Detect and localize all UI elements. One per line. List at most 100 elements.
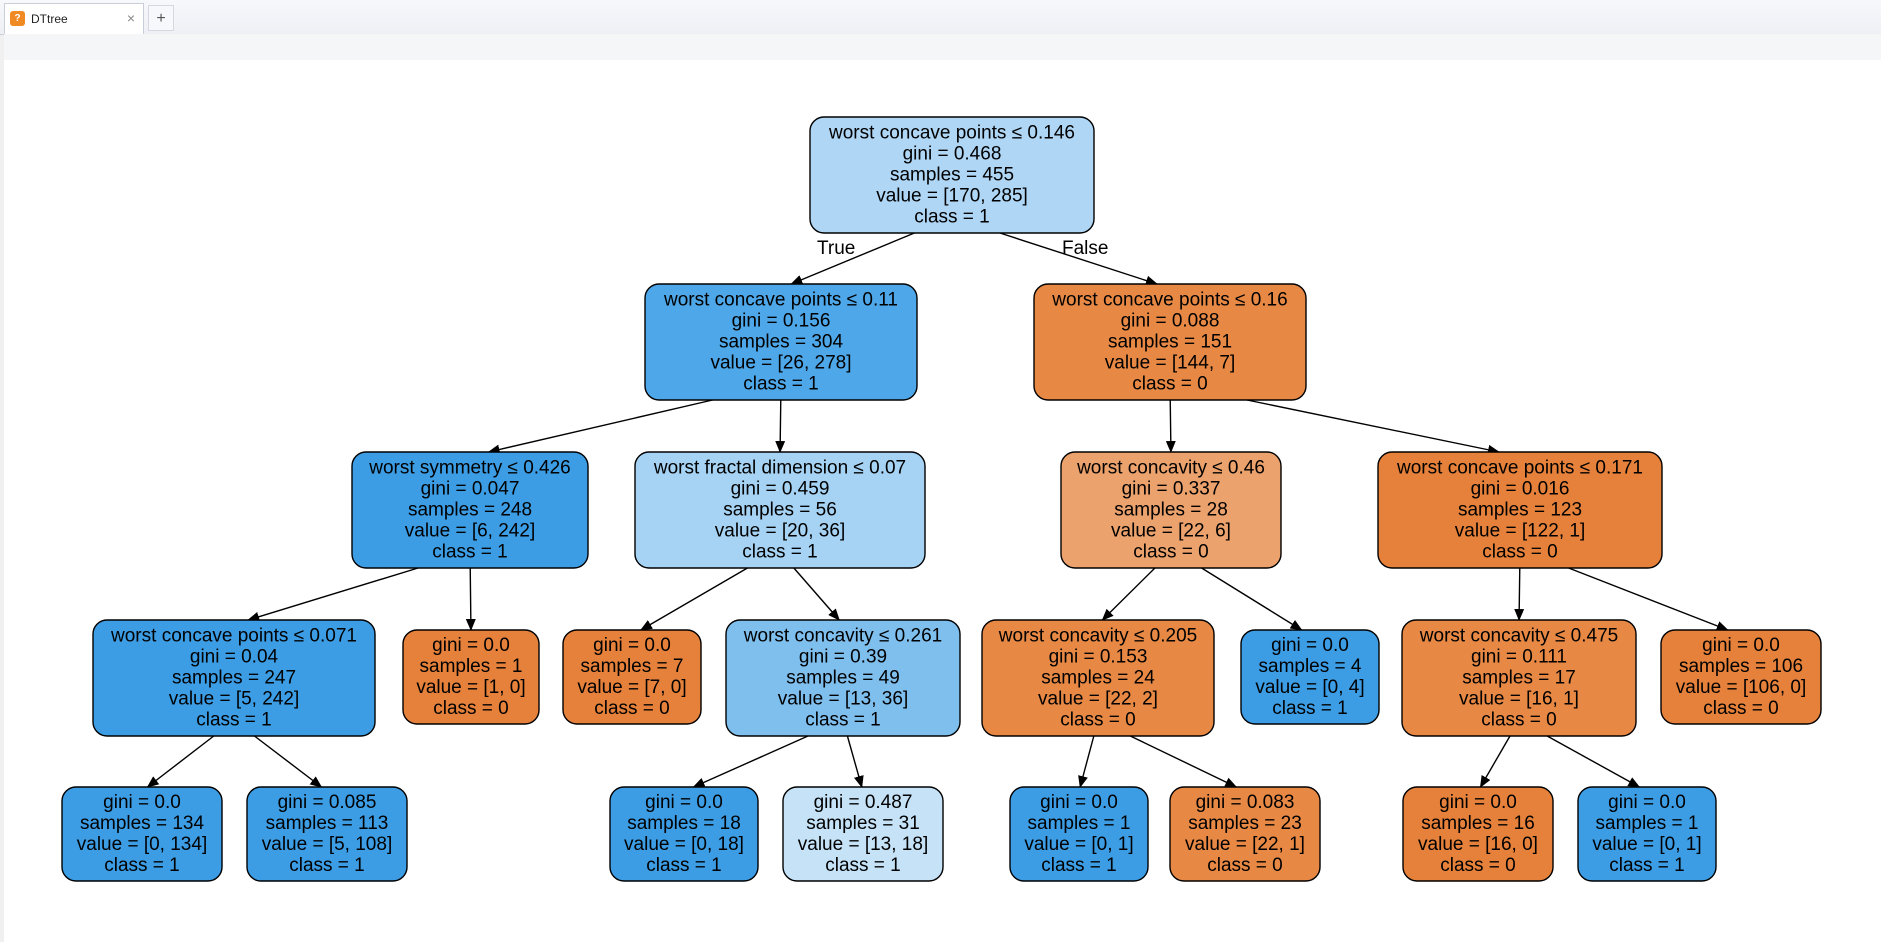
tree-node-box — [1660, 629, 1822, 725]
tree-node-line: class = 0 — [1060, 710, 1136, 731]
tree-node-line: value = [170, 285] — [876, 186, 1028, 207]
tree-node-box — [1169, 786, 1321, 882]
false-edge-label: False — [1062, 238, 1108, 259]
tree-edge-n4-n10 — [793, 567, 840, 621]
tree-node-box — [1402, 786, 1554, 882]
add-tab-button[interactable]: + — [148, 5, 174, 31]
tree-node-box — [562, 629, 702, 725]
tree-node-line: value = [0, 18] — [624, 834, 744, 855]
tree-node-line: class = 0 — [433, 698, 509, 719]
tree-edge-n11-n20 — [1130, 735, 1238, 788]
tree-node-line: gini = 0.39 — [799, 647, 887, 668]
tree-node-line: samples = 1 — [420, 656, 523, 677]
tree-node-line: samples = 304 — [719, 332, 844, 353]
tree-node-line: worst concave points ≤ 0.146 — [828, 123, 1075, 144]
tree-node-line: class = 1 — [825, 855, 901, 876]
tree-node-box — [246, 786, 408, 882]
tree-node-line: value = [16, 1] — [1459, 689, 1579, 710]
tree-node-line: gini = 0.04 — [190, 647, 279, 668]
tree-edge-n4-n9 — [640, 567, 748, 631]
tree-node-line: value = [20, 36] — [715, 521, 845, 542]
close-icon[interactable]: × — [126, 10, 136, 26]
tree-edge-n6-n13 — [1514, 567, 1525, 621]
tree-node-box — [402, 629, 540, 725]
tree-node-line: value = [144, 7] — [1105, 353, 1235, 374]
tree-node-line: gini = 0.085 — [278, 792, 377, 813]
tree-node-box — [61, 786, 223, 882]
tree-node-line: value = [0, 1] — [1024, 834, 1133, 855]
tree-node-line: value = [16, 0] — [1418, 834, 1538, 855]
tree-node-line: gini = 0.047 — [421, 479, 520, 500]
tree-node-line: samples = 18 — [627, 813, 741, 834]
tree-node-line: value = [13, 36] — [778, 689, 908, 710]
tree-node-line: gini = 0.0 — [1439, 792, 1517, 813]
tree-node-line: samples = 151 — [1108, 332, 1232, 353]
tree-node-line: gini = 0.0 — [645, 792, 723, 813]
tree-node-line: worst concavity ≤ 0.205 — [998, 626, 1197, 647]
tree-node-line: value = [0, 1] — [1592, 834, 1701, 855]
tree-node-line: class = 1 — [1041, 855, 1117, 876]
tree-node-line: value = [22, 1] — [1185, 834, 1305, 855]
tree-edge-n11-n19 — [1078, 735, 1095, 788]
tree-edge-n7-n16 — [254, 735, 323, 788]
tree-node-box — [1401, 619, 1637, 737]
tab-dttree[interactable]: ? DTtree × — [4, 3, 144, 34]
tree-node-line: samples = 16 — [1421, 813, 1535, 834]
tree-node-line: class = 0 — [1482, 542, 1558, 563]
tab-title: DTtree — [31, 12, 68, 26]
tree-edge-n3-n8 — [465, 567, 476, 631]
tree-node-line: samples = 247 — [172, 668, 296, 689]
tree-edge-n5-n11 — [1101, 567, 1156, 621]
tree-node-line: gini = 0.083 — [1196, 792, 1295, 813]
tree-node-line: class = 1 — [743, 374, 819, 395]
tree-node-box — [351, 451, 589, 569]
tree-node-box — [92, 619, 376, 737]
tree-node-line: samples = 1 — [1028, 813, 1131, 834]
tree-edge-n2-n6 — [1246, 399, 1500, 455]
tree-node-line: gini = 0.337 — [1122, 479, 1221, 500]
tree-node-line: value = [7, 0] — [577, 677, 686, 698]
tree-node-line: value = [0, 4] — [1255, 677, 1364, 698]
tree-node-line: value = [22, 2] — [1038, 689, 1158, 710]
tree-node-line: class = 1 — [1272, 698, 1348, 719]
tree-node-line: worst concave points ≤ 0.16 — [1051, 290, 1287, 311]
tree-edge-n10-n17 — [692, 735, 809, 788]
tree-node-line: value = [5, 108] — [262, 834, 392, 855]
tree-node-box — [1377, 451, 1663, 569]
tree-app-icon: ? — [10, 11, 25, 26]
tree-node-line: samples = 1 — [1596, 813, 1699, 834]
tree-edge-n10-n18 — [846, 735, 864, 788]
tree-node-line: class = 1 — [742, 542, 818, 563]
tree-node-line: samples = 28 — [1114, 500, 1228, 521]
tree-node-line: class = 0 — [1481, 710, 1557, 731]
tree-node-line: gini = 0.0 — [1040, 792, 1118, 813]
tree-node-line: samples = 134 — [80, 813, 205, 834]
tree-node-box — [644, 283, 918, 401]
tree-node-line: samples = 7 — [581, 656, 684, 677]
tree-node-box — [1577, 786, 1717, 882]
tree-node-line: gini = 0.016 — [1471, 479, 1570, 500]
true-edge-label: True — [817, 238, 855, 259]
tree-node-line: worst concavity ≤ 0.475 — [1419, 626, 1618, 647]
tree-node-line: gini = 0.0 — [1608, 792, 1686, 813]
tree-node-line: worst concave points ≤ 0.071 — [110, 626, 357, 647]
tree-node-line: samples = 56 — [723, 500, 837, 521]
tree-node-line: class = 0 — [594, 698, 670, 719]
tree-node-line: class = 1 — [289, 855, 365, 876]
